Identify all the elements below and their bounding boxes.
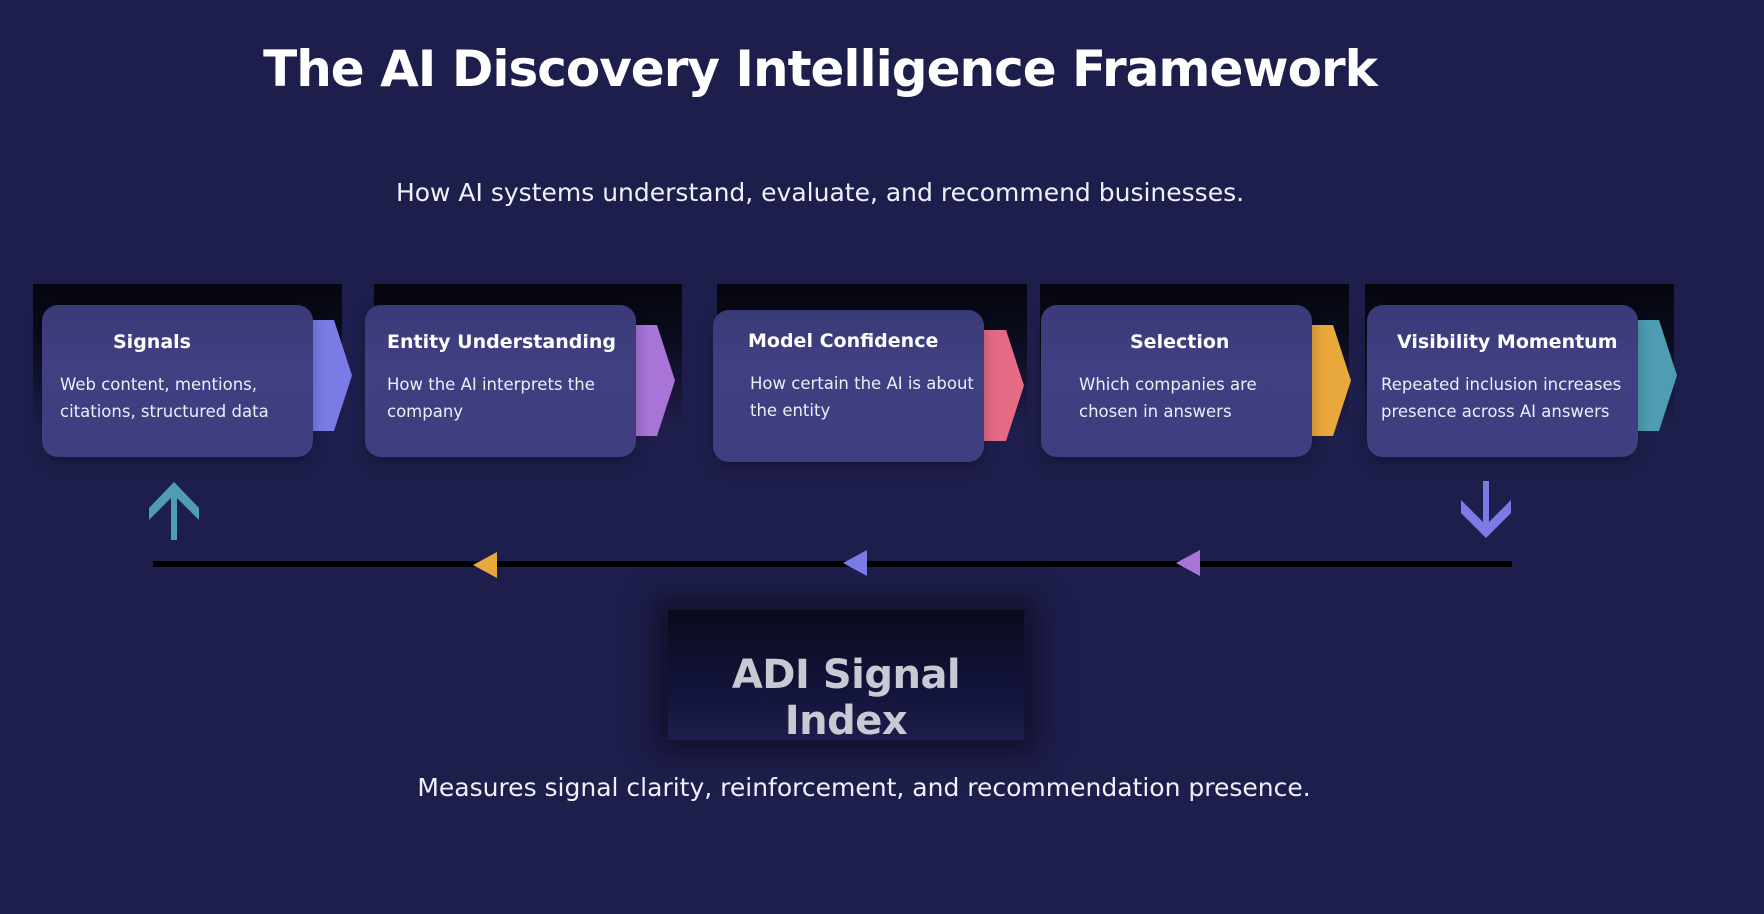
stage-description: How the AI interprets the company [387, 375, 595, 421]
stage-card-visibility-momentum: Visibility Momentum Repeated inclusion i… [1367, 305, 1638, 457]
stage-description: Repeated inclusion increases presence ac… [1381, 375, 1622, 421]
stage-card-selection: Selection Which companies are chosen in … [1041, 305, 1312, 457]
stage-card-entity-understanding: Entity Understanding How the AI interpre… [365, 305, 636, 457]
arrow-down-icon [1461, 481, 1511, 538]
stage-description: How certain the AI is about the entity [750, 374, 974, 420]
stage-card-signals: Signals Web content, mentions, citations… [42, 305, 313, 457]
adi-index-title: ADI Signal Index [731, 652, 961, 744]
stage-title: Entity Understanding [387, 331, 616, 353]
stage-arrow-tab [312, 320, 352, 431]
stage-title: Model Confidence [748, 330, 939, 352]
arrow-up-icon [149, 482, 199, 540]
page-title: The AI Discovery Intelligence Framework [263, 40, 1378, 98]
page-subtitle: How AI systems understand, evaluate, and… [395, 178, 1245, 207]
triangle-left-icon [473, 552, 497, 578]
stage-description: Which companies are chosen in answers [1079, 375, 1257, 421]
adi-index-description: Measures signal clarity, reinforcement, … [417, 773, 1311, 802]
stage-title: Visibility Momentum [1397, 331, 1618, 353]
triangle-left-icon [1176, 550, 1200, 576]
stage-title: Selection [1130, 331, 1230, 353]
feedback-timeline [153, 561, 1512, 567]
triangle-left-icon [843, 550, 867, 576]
stage-title: Signals [113, 331, 191, 353]
stage-card-model-confidence: Model Confidence How certain the AI is a… [713, 310, 984, 462]
stage-description: Web content, mentions, citations, struct… [60, 375, 269, 421]
adi-index-box: ADI Signal Index [668, 610, 1024, 744]
